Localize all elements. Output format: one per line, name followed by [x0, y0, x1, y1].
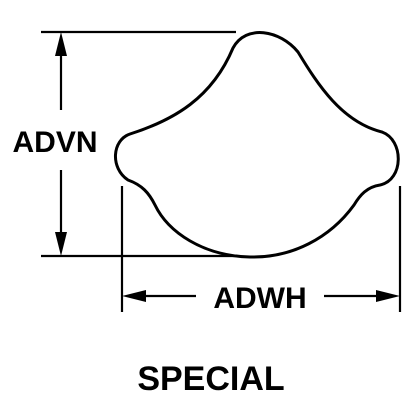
height-arrow-down	[55, 232, 67, 256]
width-label: ADWH	[213, 282, 306, 315]
width-arrow-left	[122, 290, 146, 302]
special-shape-outline	[114, 31, 400, 259]
height-label: ADVN	[12, 126, 97, 159]
diagram-caption: SPECIAL	[137, 360, 284, 398]
height-arrow-up	[55, 32, 67, 56]
width-arrow-right	[376, 290, 400, 302]
